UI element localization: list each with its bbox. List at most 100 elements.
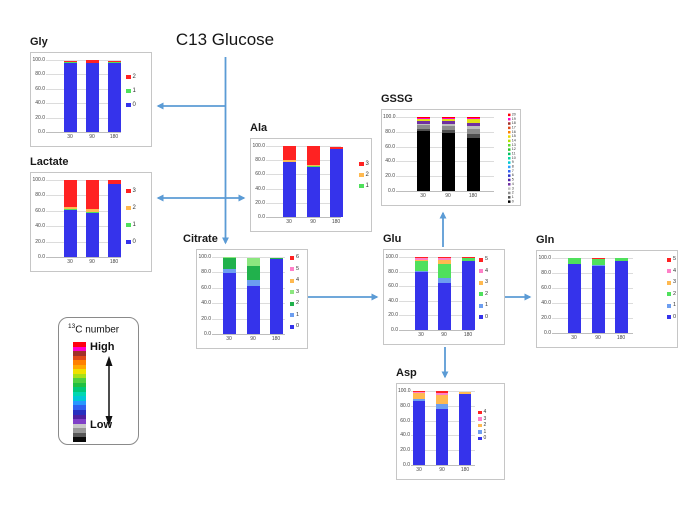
- legend-swatch: [479, 292, 483, 297]
- legend-label: 1: [296, 311, 300, 318]
- legend-swatch: [508, 152, 511, 156]
- legend-item: 0: [478, 436, 486, 441]
- legend-item: 2: [290, 300, 300, 307]
- bar-segment-m3: [246, 258, 260, 267]
- colorbar-title-superscript: 13: [68, 323, 76, 330]
- legend-label: 7: [511, 169, 514, 174]
- bar-30min: [63, 180, 77, 257]
- y-axis-label: 60.0: [400, 417, 410, 424]
- bar-segment-m20: [416, 117, 430, 119]
- legend-swatch: [126, 88, 131, 94]
- legend-label: 3: [673, 279, 677, 285]
- legend-swatch: [126, 188, 131, 194]
- bar-90min: [85, 60, 99, 132]
- legend-label: 12: [511, 147, 516, 152]
- legend-label: 20: [511, 113, 516, 117]
- chart-title-lactate: Lactate: [30, 156, 69, 168]
- y-axis-label: 100.0: [385, 254, 398, 260]
- bar-segment-m3: [437, 259, 451, 264]
- legend-label: 3: [511, 186, 514, 191]
- gridline: [46, 226, 121, 228]
- legend-item: 1: [126, 222, 136, 228]
- y-axis-label: 0.0: [258, 214, 265, 220]
- legend-item: 14: [508, 139, 516, 143]
- chart-title-glu: Glu: [383, 233, 402, 245]
- x-axis-label: 90: [445, 193, 451, 199]
- colorbar-segment: [73, 364, 86, 370]
- bar-segment-m1: [306, 166, 320, 168]
- bar-segment-m1: [461, 260, 475, 262]
- bar-segment-m2: [466, 128, 480, 135]
- bar-segment-m1: [591, 265, 605, 266]
- legend-item: 9: [508, 161, 516, 164]
- legend-label: 2: [365, 172, 369, 178]
- bar-segment-m1: [414, 271, 428, 272]
- legend-label: 15: [511, 134, 516, 139]
- gridline: [399, 315, 474, 317]
- bar-segment-m2: [85, 60, 99, 63]
- x-axis-label: 90: [310, 219, 316, 225]
- legend-item: 16: [508, 130, 516, 134]
- gridline: [411, 465, 475, 466]
- y-axis-label: 20.0: [35, 114, 45, 121]
- bar-90min: [85, 180, 99, 257]
- bar-segment-m2: [567, 258, 581, 264]
- x-axis-label: 180: [468, 193, 478, 199]
- bar-segment-m2: [63, 207, 77, 210]
- legend-swatch: [126, 102, 131, 108]
- legend-swatch: [126, 222, 131, 228]
- gridline: [46, 257, 121, 258]
- gridline: [266, 188, 341, 190]
- legend-swatch: [667, 257, 671, 262]
- y-axis-label: 20.0: [201, 315, 211, 322]
- x-axis-label: 90: [441, 332, 447, 338]
- legend-item: 2: [126, 74, 136, 80]
- bar-180min: [107, 60, 121, 132]
- bar-30min: [416, 117, 430, 191]
- gridline: [399, 286, 474, 288]
- legend-swatch: [478, 423, 482, 428]
- bar-segment-m3: [63, 180, 77, 208]
- y-axis-label: 20.0: [255, 199, 265, 206]
- bar-segment-m1: [85, 62, 99, 64]
- y-axis-label: 100.0: [252, 143, 265, 149]
- colorbar-segment: [73, 355, 86, 361]
- y-axis-label: 20.0: [388, 312, 398, 319]
- y-axis-label: 80.0: [385, 128, 395, 135]
- legend-swatch: [126, 239, 131, 245]
- legend-label: 10: [511, 156, 516, 161]
- bar-segment-m0: [63, 210, 77, 257]
- legend-item: 3: [290, 289, 299, 296]
- bar-segment-m0: [437, 283, 451, 330]
- bar-segment-m2: [437, 263, 451, 279]
- legend-label: 8: [511, 165, 514, 169]
- legend-label: 2: [296, 300, 300, 306]
- legend-swatch: [508, 191, 511, 195]
- bar-30min: [567, 258, 581, 333]
- legend-swatch: [508, 196, 511, 199]
- legend-swatch: [508, 200, 511, 203]
- colorbar-segment: [73, 346, 86, 352]
- legend-label: 2: [132, 205, 136, 211]
- legend-label: 1: [365, 183, 369, 189]
- legend-swatch: [478, 410, 482, 415]
- legend-item: 4: [479, 268, 488, 275]
- legend-swatch: [290, 324, 294, 329]
- bar-segment-m3: [459, 391, 471, 393]
- legend-swatch: [508, 135, 511, 138]
- y-axis-label: 40.0: [541, 300, 551, 306]
- legend-label: 2: [483, 422, 487, 428]
- bar-segment-m2: [282, 159, 296, 162]
- y-axis-label: 60.0: [388, 283, 398, 290]
- y-axis-label: 40.0: [201, 300, 211, 307]
- bar-segment-m1: [246, 280, 260, 287]
- bar-90min: [437, 257, 451, 330]
- y-axis-label: 100.0: [383, 114, 396, 120]
- bar-segment-m1: [416, 128, 430, 132]
- y-axis-label: 60.0: [541, 285, 551, 291]
- gridline: [46, 195, 121, 197]
- chart-title-asp: Asp: [396, 367, 417, 379]
